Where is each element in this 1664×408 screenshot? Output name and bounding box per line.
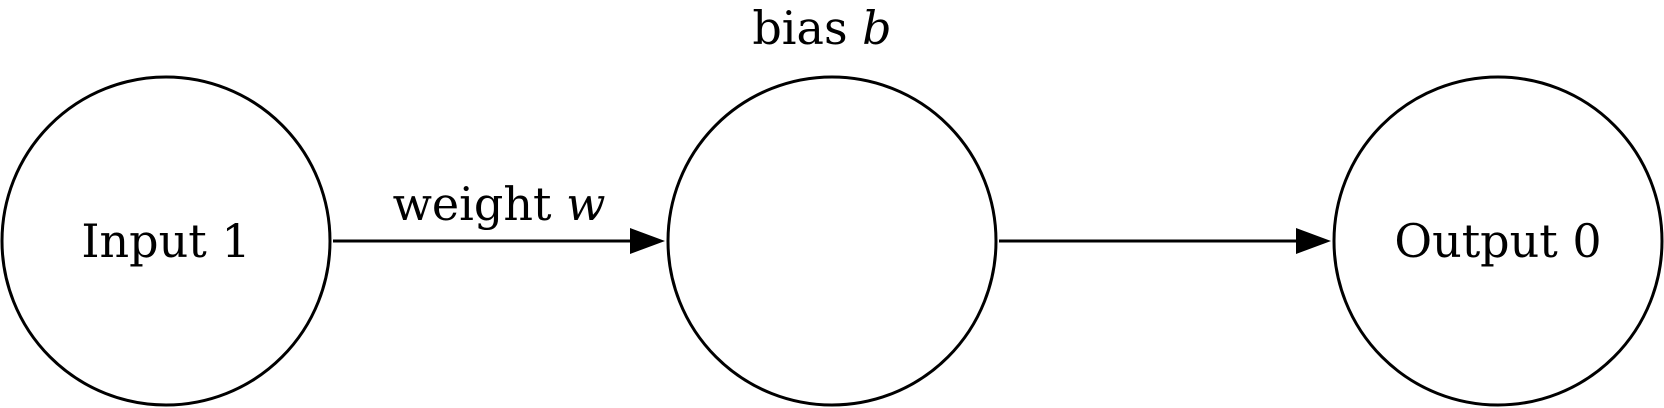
bias-symbol: b — [862, 1, 891, 55]
output-node-label: Output 0 — [1394, 214, 1601, 268]
input-node — [0, 75, 332, 407]
bias-label-text: bias — [752, 1, 862, 55]
output-node — [1332, 75, 1664, 407]
weight-label-text: weight — [393, 177, 567, 231]
bias-label: bias b — [752, 1, 891, 55]
neuron-node — [666, 75, 998, 407]
output-edge-arrowhead-icon — [1296, 228, 1331, 254]
weight-edge-arrowhead-icon — [630, 228, 665, 254]
input-node-label: Input 1 — [81, 214, 250, 268]
weight-label: weight w — [393, 177, 606, 231]
weight-symbol: w — [566, 177, 605, 231]
